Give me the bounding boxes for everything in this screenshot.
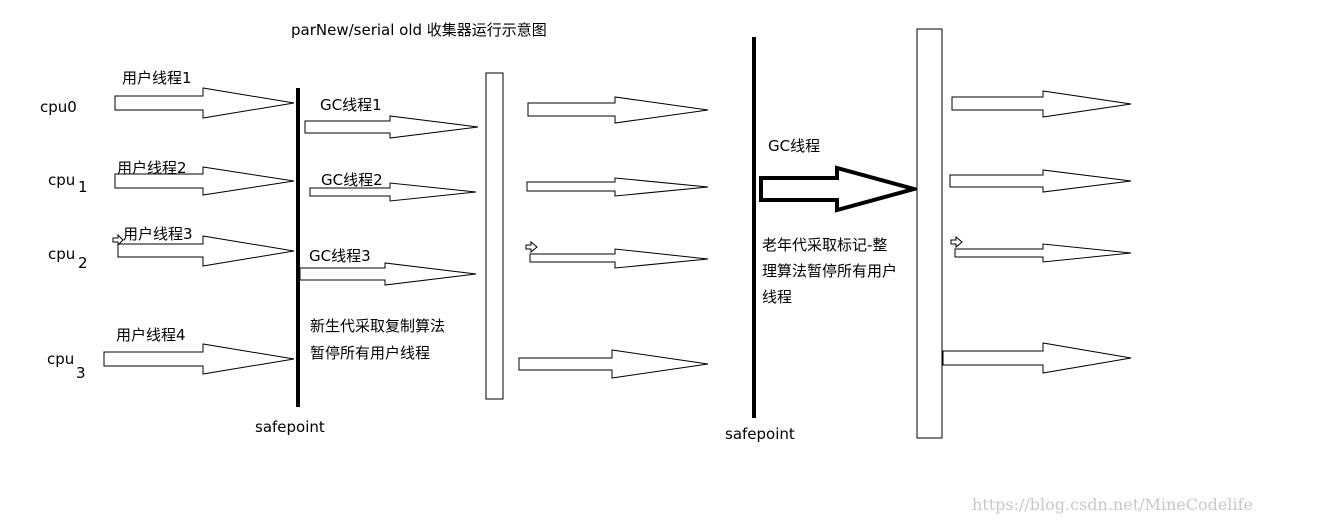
svg-text:cpu: cpu [48, 245, 75, 263]
user-thread-label-4: 用户线程4 [116, 326, 186, 344]
final-arrow-1 [951, 90, 1132, 118]
gc-thread-label-2: GC线程2 [321, 171, 383, 189]
gc-thread-arrow-2 [309, 182, 477, 202]
old-gen-note-line-1: 老年代采取标记-整 [762, 236, 887, 254]
user-thread-label-2: 用户线程2 [117, 159, 187, 177]
user-thread-label-1: 用户线程1 [122, 69, 192, 87]
cpu-label-2: cpu 2 [48, 245, 88, 272]
young-gen-note-line-1: 新生代采取复制算法 [310, 317, 445, 335]
safepoint-label-2: safepoint [725, 425, 795, 443]
user-thread-label-3: 用户线程3 [123, 225, 193, 243]
old-gc-thread-label: GC线程 [768, 137, 820, 155]
resume-arrow-2 [526, 177, 709, 197]
gc-thread-arrow-1 [304, 115, 479, 139]
svg-text:cpu: cpu [47, 350, 74, 368]
final-arrow-2 [949, 169, 1132, 193]
resume-arrow-4 [518, 349, 709, 379]
user-thread-arrow-2 [114, 166, 295, 196]
barrier-box-1 [485, 72, 504, 400]
old-gen-note-line-2: 理算法暂停所有用户 [762, 262, 897, 280]
resume-stub-3 [525, 240, 538, 254]
svg-text:2: 2 [78, 254, 88, 272]
svg-text:cpu: cpu [48, 171, 75, 189]
cpu-label-1: cpu 1 [48, 171, 88, 196]
gc-thread-arrow-3 [299, 262, 477, 286]
final-stub-3 [950, 235, 963, 249]
diagram-title: parNew/serial old 收集器运行示意图 [291, 21, 547, 39]
gc-thread-label-3: GC线程3 [309, 247, 371, 265]
young-gen-note-line-2: 暂停所有用户线程 [310, 344, 430, 362]
old-gc-thread-arrow [759, 165, 922, 213]
barrier-box-2 [916, 28, 943, 439]
user-thread-arrow-3 [117, 235, 295, 267]
watermark: https://blog.csdn.net/MineCodelife [972, 495, 1253, 514]
resume-arrow-1 [527, 96, 709, 124]
user-thread-stub-3 [112, 233, 124, 247]
old-gen-note-line-3: 线程 [762, 288, 792, 306]
user-thread-arrow-4 [103, 343, 295, 375]
svg-text:1: 1 [78, 178, 88, 196]
final-arrow-3 [954, 243, 1132, 263]
svg-text:3: 3 [76, 364, 86, 382]
resume-arrow-3 [529, 248, 709, 269]
svg-text:cpu0: cpu0 [40, 98, 77, 116]
final-arrow-4 [942, 342, 1132, 374]
gc-thread-label-1: GC线程1 [320, 96, 382, 114]
safepoint-label-1: safepoint [255, 418, 325, 436]
user-thread-arrow-1 [114, 87, 295, 119]
cpu-label-0: cpu0 [40, 98, 77, 116]
cpu-label-3: cpu 3 [47, 350, 86, 382]
